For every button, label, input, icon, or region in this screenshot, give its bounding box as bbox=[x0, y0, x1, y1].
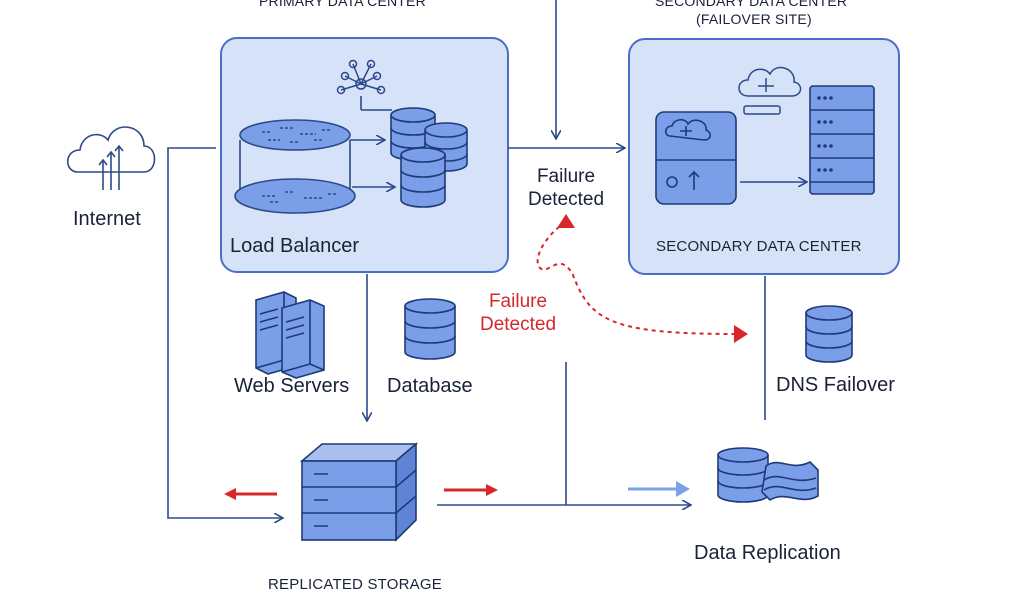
failure-path bbox=[536, 214, 748, 343]
replicated-storage-label: REPLICATED STORAGE bbox=[268, 576, 442, 593]
dns-database-icon bbox=[805, 305, 853, 363]
primary-dc-title: PRIMARY DATA CENTER bbox=[259, 0, 426, 9]
detected-word: Detected bbox=[479, 314, 557, 335]
web-servers-label: Web Servers bbox=[234, 375, 350, 397]
blue-arrow-head bbox=[676, 481, 690, 497]
cloud-icon bbox=[66, 126, 156, 190]
load-balancer-icon bbox=[234, 119, 356, 214]
data-replication-label: Data Replication bbox=[694, 542, 841, 564]
secondary-dc-title-line1: SECONDARY DATA CENTER bbox=[655, 0, 848, 9]
internet-label: Internet bbox=[73, 208, 141, 230]
detected-word: Detected bbox=[527, 189, 605, 210]
database-stack-icon bbox=[390, 107, 468, 208]
replicated-storage-icon bbox=[299, 442, 419, 542]
load-balancer-label: Load Balancer bbox=[230, 235, 359, 257]
data-replication-icon bbox=[717, 447, 819, 503]
database-label: Database bbox=[387, 375, 473, 397]
cloud-network-icon bbox=[738, 66, 802, 115]
dns-failover-label: DNS Failover bbox=[776, 374, 895, 396]
secondary-dc-title-line2: (FAILOVER SITE) bbox=[696, 11, 812, 27]
failure-word: Failure bbox=[488, 291, 548, 312]
network-icon bbox=[336, 59, 386, 95]
secondary-dc-label: SECONDARY DATA CENTER bbox=[656, 238, 862, 255]
router-device-icon bbox=[655, 111, 737, 205]
failure-word: Failure bbox=[536, 166, 596, 187]
web-servers-icon bbox=[255, 291, 325, 379]
failure-detected-label-top: Failure Detected bbox=[516, 165, 616, 211]
failure-detected-label-alert: Failure Detected bbox=[468, 290, 568, 336]
connector-lines bbox=[167, 0, 806, 518]
database-icon bbox=[404, 298, 456, 360]
server-rack-icon bbox=[809, 85, 875, 195]
